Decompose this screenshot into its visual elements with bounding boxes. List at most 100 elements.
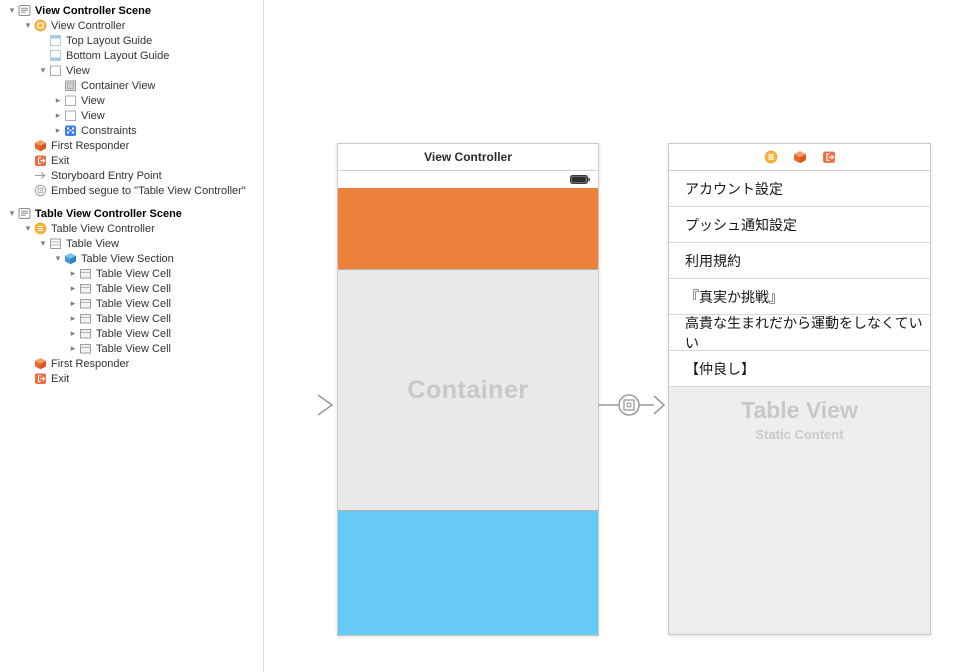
outline-item-table-view-controller[interactable]: Table View Controller (0, 221, 263, 236)
outline-item-container-view[interactable]: Container View (0, 78, 263, 93)
outline-item-first-responder[interactable]: First Responder (0, 356, 263, 371)
outline-item-table-view-section[interactable]: Table View Section (0, 251, 263, 266)
disclosure-triangle[interactable] (52, 123, 64, 138)
table-view-controller-icon (34, 222, 47, 235)
table-view-cell[interactable]: 利用規約 (669, 243, 930, 279)
storyboard-entry-point-arrow[interactable] (256, 391, 340, 419)
outline-item-first-responder[interactable]: First Responder (0, 138, 263, 153)
document-outline: View Controller Scene View Controller To… (0, 0, 263, 672)
table-view-cell[interactable]: プッシュ通知設定 (669, 207, 930, 243)
view-controller-titlebar[interactable]: View Controller (338, 144, 598, 171)
disclosure-triangle[interactable] (6, 206, 18, 221)
outline-item-table-view-cell[interactable]: Table View Cell (0, 281, 263, 296)
outline-label: Table View Cell (96, 282, 172, 295)
orange-view[interactable] (338, 188, 598, 269)
table-view-cell-icon (80, 269, 91, 279)
embed-segue-icon (34, 184, 47, 197)
table-view-placeholder-title: Table View (741, 397, 858, 423)
disclosure-triangle[interactable] (52, 108, 64, 123)
table-view-cell[interactable]: アカウント設定 (669, 171, 930, 207)
outline-item-embed-segue[interactable]: Embed segue to "Table View Controller" (0, 183, 263, 198)
outline-item-table-view[interactable]: Table View (0, 236, 263, 251)
disclosure-triangle[interactable] (67, 341, 79, 356)
table-view-static-content-area[interactable]: Table View Static Content (669, 387, 930, 634)
outline-item-table-view-cell[interactable]: Table View Cell (0, 296, 263, 311)
outline-label: View Controller (51, 19, 126, 32)
outline-label: View (66, 64, 90, 77)
disclosure-triangle[interactable] (37, 236, 49, 251)
outline-item-table-view-cell[interactable]: Table View Cell (0, 311, 263, 326)
outline-label: First Responder (51, 139, 130, 152)
outline-label: Embed segue to "Table View Controller" (51, 184, 246, 197)
table-view-controller-canvas[interactable]: アカウント設定 プッシュ通知設定 利用規約 『真実か挑戦』 高貴な生まれだから運… (668, 143, 931, 635)
outline-item-bottom-layout-guide[interactable]: Bottom Layout Guide (0, 48, 263, 63)
disclosure-triangle[interactable] (52, 251, 64, 266)
outline-item-view[interactable]: View (0, 108, 263, 123)
disclosure-triangle[interactable] (22, 18, 34, 33)
bottom-layout-guide-icon (50, 50, 61, 61)
table-view-placeholder-subtitle: Static Content (755, 427, 844, 442)
exit-icon (34, 155, 47, 167)
top-layout-guide-icon (50, 35, 61, 46)
scene-icon (18, 5, 31, 16)
container-view[interactable]: Container (338, 269, 598, 511)
view-controller-scene-group: View Controller Scene View Controller To… (0, 3, 263, 198)
outline-item-exit[interactable]: Exit (0, 371, 263, 386)
outline-label: Table View Cell (96, 327, 172, 340)
disclosure-triangle[interactable] (67, 281, 79, 296)
table-view-cell-icon (80, 284, 91, 294)
first-responder-icon[interactable] (793, 150, 807, 164)
outline-label: Table View (66, 237, 119, 250)
exit-icon[interactable] (822, 150, 836, 164)
outline-label: Table View Cell (96, 342, 172, 355)
outline-label: Constraints (81, 124, 137, 137)
outline-item-table-view-controller-scene[interactable]: Table View Controller Scene (0, 206, 263, 221)
outline-item-top-layout-guide[interactable]: Top Layout Guide (0, 33, 263, 48)
disclosure-triangle[interactable] (67, 266, 79, 281)
outline-item-view[interactable]: View (0, 63, 263, 78)
container-placeholder-label: Container (407, 375, 529, 404)
table-view-cell-icon (80, 329, 91, 339)
table-view-controller-scene-group: Table View Controller Scene Table View C… (0, 206, 263, 386)
view-controller-canvas[interactable]: View Controller Container (337, 143, 599, 636)
outline-item-constraints[interactable]: Constraints (0, 123, 263, 138)
outline-item-table-view-cell[interactable]: Table View Cell (0, 266, 263, 281)
view-icon (65, 95, 76, 106)
storyboard-entry-point-icon (34, 172, 46, 179)
disclosure-triangle[interactable] (67, 311, 79, 326)
table-view-cell[interactable]: 高貴な生まれだから運動をしなくていい (669, 315, 930, 351)
table-view-controller-titlebar[interactable] (669, 144, 930, 171)
outline-item-table-view-cell[interactable]: Table View Cell (0, 341, 263, 356)
outline-item-exit[interactable]: Exit (0, 153, 263, 168)
cell-label: アカウント設定 (685, 180, 783, 197)
view-icon (65, 110, 76, 121)
table-view-cell[interactable]: 『真実か挑戦』 (669, 279, 930, 315)
disclosure-triangle[interactable] (37, 63, 49, 78)
table-view-icon (50, 238, 61, 249)
disclosure-triangle[interactable] (67, 326, 79, 341)
table-view-cell[interactable]: 【仲良し】 (669, 351, 930, 387)
exit-icon (34, 373, 47, 385)
outline-item-view-controller[interactable]: View Controller (0, 18, 263, 33)
disclosure-triangle[interactable] (67, 296, 79, 311)
table-view-cell-icon (80, 314, 91, 324)
disclosure-triangle[interactable] (6, 3, 18, 18)
container-view-icon (65, 80, 76, 91)
outline-item-storyboard-entry-point[interactable]: Storyboard Entry Point (0, 168, 263, 183)
disclosure-triangle[interactable] (22, 221, 34, 236)
first-responder-icon (35, 140, 46, 152)
embed-segue-arrow[interactable] (598, 391, 670, 419)
outline-label: Table View Section (81, 252, 174, 265)
cell-label: 『真実か挑戦』 (685, 288, 783, 305)
outline-item-view[interactable]: View (0, 93, 263, 108)
outline-item-table-view-cell[interactable]: Table View Cell (0, 326, 263, 341)
table-view-controller-icon[interactable] (763, 150, 778, 164)
blue-view[interactable] (338, 511, 598, 635)
sidebar-divider (263, 0, 264, 672)
outline-item-view-controller-scene[interactable]: View Controller Scene (0, 3, 263, 18)
view-controller-icon (34, 19, 47, 32)
table-view-cell-icon (80, 344, 91, 354)
outline-label: Top Layout Guide (66, 34, 153, 47)
disclosure-triangle[interactable] (52, 93, 64, 108)
